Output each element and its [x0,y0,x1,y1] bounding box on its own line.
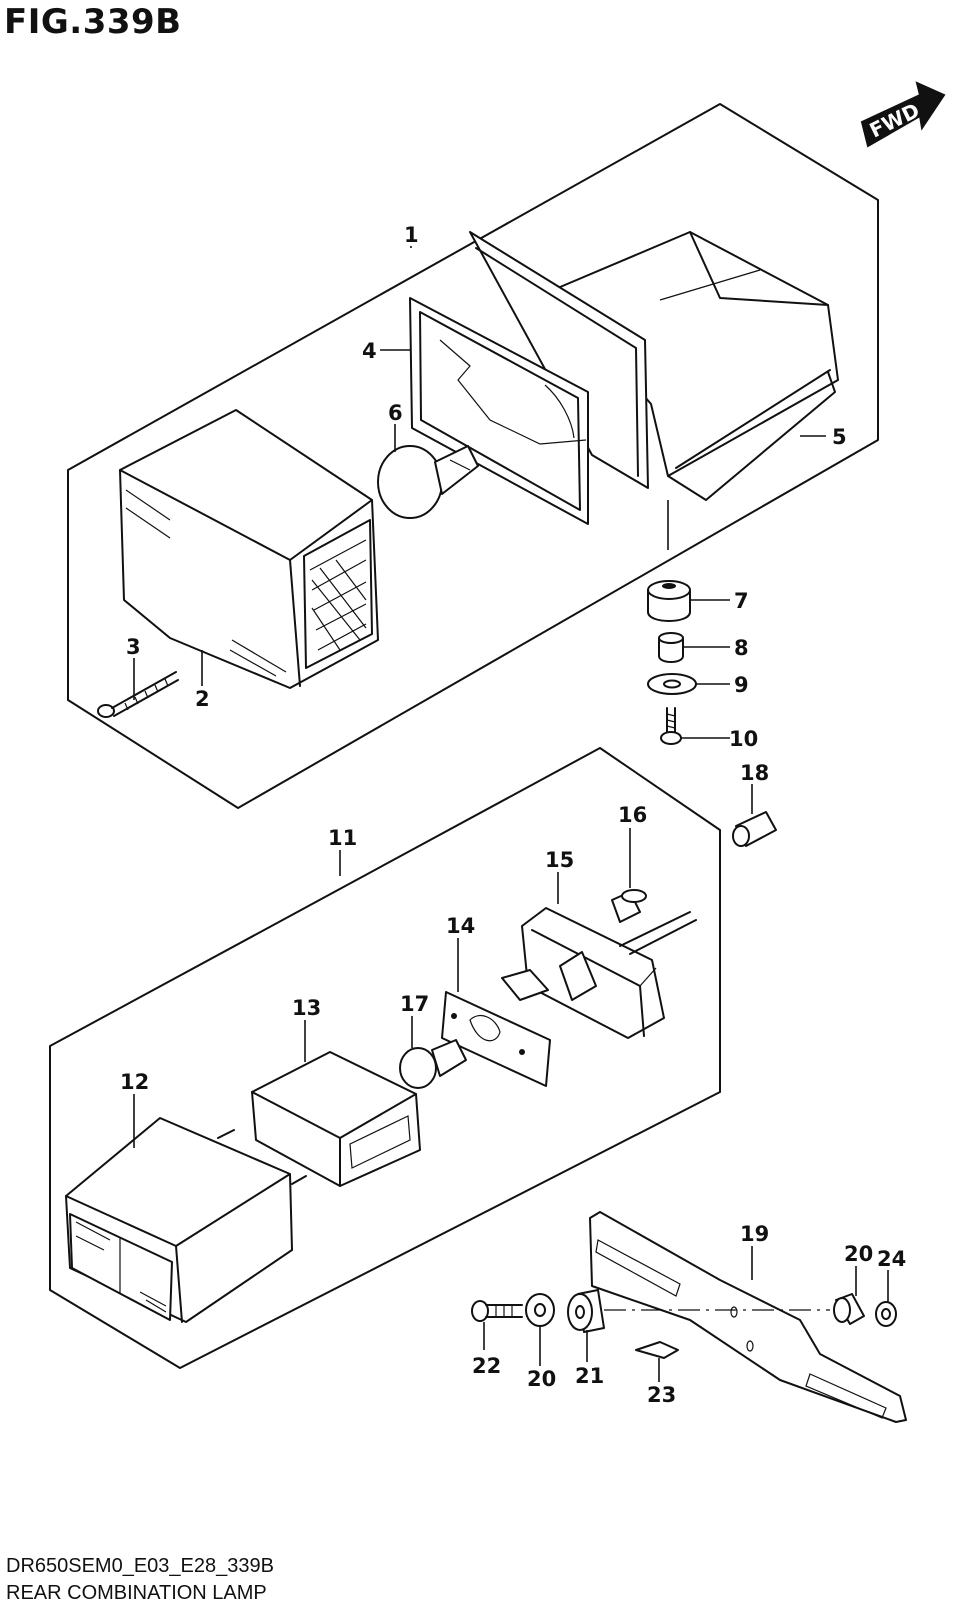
collar-part-8 [658,632,684,663]
leader-lines [133,246,889,1382]
callout-15: 15 [545,848,574,872]
fwd-label: FWD [866,98,924,143]
callout-4: 4 [362,339,377,363]
callout-20-lower: 20 [527,1367,556,1391]
callout-6: 6 [388,401,403,425]
washer-part-9 [647,673,697,695]
callout-8: 8 [734,636,749,660]
assembly-11-outline [49,747,721,1369]
cushion-part-7 [647,580,691,622]
callout-16: 16 [618,803,647,827]
callout-14: 14 [446,914,475,938]
screw-part-3 [97,671,179,718]
callout-5: 5 [832,425,847,449]
callout-11: 11 [328,826,357,850]
spacer-part-18 [732,811,777,847]
lamp-housing-part-5 [552,231,839,501]
callout-7: 7 [734,589,749,613]
lamp-base-part-15 [501,907,697,1039]
nut-part-24 [875,1301,897,1327]
bulb-part-6 [377,445,479,519]
lens-body-part-12 [65,1117,307,1323]
callout-24: 24 [877,1247,906,1271]
callout-labels: 1 2 3 4 5 6 7 8 9 10 11 12 13 14 15 16 1… [120,223,906,1407]
clip-part-23 [635,1341,679,1359]
gasket-part-4 [409,231,649,525]
figure-title: FIG.339B [4,2,182,42]
bolt-part-22 [471,1300,523,1322]
callout-13: 13 [292,996,321,1020]
callout-17: 17 [400,992,429,1016]
grommet-part-21 [567,1289,605,1333]
screw-part-10 [660,707,682,745]
callout-19: 19 [740,1222,769,1246]
callout-1: 1 [404,223,419,247]
lens-part-2 [119,409,379,689]
bracket-part-19 [589,1211,907,1423]
grommet-part-16 [611,889,647,923]
assembly-1-outline [67,103,879,809]
bulb-part-17 [399,1039,467,1089]
washer-part-20 [525,1293,865,1327]
callout-3: 3 [126,635,141,659]
gasket-part-14 [441,991,551,1087]
callout-22: 22 [472,1354,501,1378]
diagram-code: DR650SEM0_E03_E28_339B [6,1555,274,1577]
callout-2: 2 [195,687,210,711]
callout-12: 12 [120,1070,149,1094]
fwd-arrow-icon: FWD [860,81,946,148]
diagram-name: REAR COMBINATION LAMP [6,1582,267,1604]
callout-18: 18 [740,761,769,785]
callout-21: 21 [575,1364,604,1388]
inner-lens-part-13 [251,1051,421,1187]
callout-23: 23 [647,1383,676,1407]
callout-10: 10 [729,727,758,751]
callout-9: 9 [734,673,749,697]
callout-20-upper: 20 [844,1242,873,1266]
